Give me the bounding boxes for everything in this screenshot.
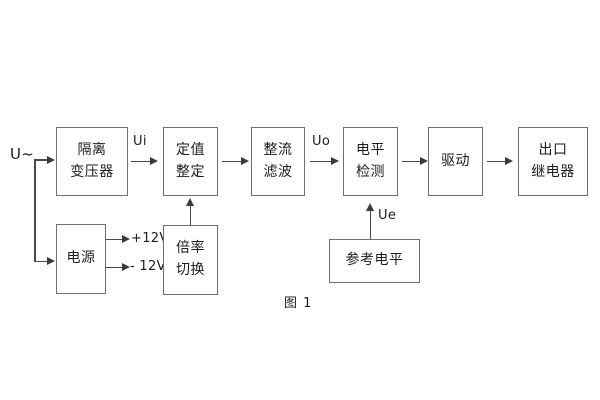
rail-plus-12v bbox=[106, 238, 123, 240]
label-ue: Ue bbox=[378, 208, 397, 223]
arrow-uo-icon bbox=[331, 157, 339, 165]
rail-multiplier-to-setting bbox=[189, 205, 191, 225]
rail-reference-to-level bbox=[369, 210, 371, 239]
block-output-relay: 出口 继电器 bbox=[518, 127, 588, 196]
block-power-supply-line-1: 电源 bbox=[66, 250, 96, 267]
block-output-relay-line-1: 出口 bbox=[538, 141, 568, 158]
block-level-detection-line-2: 检测 bbox=[356, 163, 385, 180]
rail-level-to-drive bbox=[402, 160, 421, 162]
block-isolation-transformer-line-2: 变压器 bbox=[70, 163, 114, 180]
rail-ui bbox=[131, 160, 151, 162]
arrow-setting-to-rectify-icon bbox=[241, 157, 249, 165]
label-minus-12v: - 12V bbox=[130, 259, 166, 274]
arrow-plus-12v-icon bbox=[122, 235, 130, 243]
label-uo: Uo bbox=[312, 134, 331, 149]
block-multiplier-switch-line-1: 倍率 bbox=[176, 240, 205, 257]
figure-caption: 图 1 bbox=[284, 296, 313, 311]
arrow-level-to-drive-icon bbox=[420, 157, 428, 165]
block-multiplier-switch-line-2: 切换 bbox=[176, 262, 205, 278]
block-power-supply: 电源 bbox=[56, 224, 106, 294]
block-level-detection-line-1: 电平 bbox=[356, 141, 385, 158]
block-rectify-filter-line-1: 整流 bbox=[263, 141, 293, 158]
arrow-to-isolation-transformer-icon bbox=[47, 155, 55, 164]
arrow-drive-to-relay-icon bbox=[505, 157, 513, 165]
block-multiplier-switch: 倍率 切换 bbox=[163, 225, 218, 295]
block-level-detection: 电平 检测 bbox=[343, 127, 398, 196]
block-reference-level: 参考电平 bbox=[329, 239, 420, 283]
block-isolation-transformer: 隔离 变压器 bbox=[56, 127, 128, 196]
input-rail-vertical bbox=[34, 159, 36, 262]
block-setting-value-line-1: 定值 bbox=[176, 141, 205, 158]
rail-setting-to-rectify bbox=[222, 160, 242, 162]
input-rail-bottom-stub bbox=[34, 260, 48, 262]
block-isolation-transformer-line-1: 隔离 bbox=[77, 141, 107, 158]
arrow-minus-12v-icon bbox=[122, 263, 130, 271]
rail-minus-12v bbox=[106, 266, 123, 268]
label-plus-12v: +12V bbox=[131, 231, 169, 246]
block-rectify-filter-line-2: 滤波 bbox=[263, 163, 293, 180]
input-rail-top-stub bbox=[34, 159, 48, 161]
block-drive-line-1: 驱动 bbox=[441, 152, 470, 169]
label-ui: Ui bbox=[133, 134, 147, 149]
rail-drive-to-relay bbox=[487, 160, 506, 162]
arrow-multiplier-to-setting-icon bbox=[186, 198, 194, 206]
rail-uo bbox=[310, 160, 332, 162]
block-setting-value: 定值 整定 bbox=[163, 127, 218, 196]
arrow-reference-to-level-icon bbox=[366, 203, 374, 211]
arrow-to-power-supply-icon bbox=[47, 257, 55, 265]
arrow-ui-icon bbox=[150, 157, 158, 165]
block-setting-value-line-2: 整定 bbox=[176, 163, 205, 180]
input-voltage-label: U~ bbox=[10, 145, 35, 163]
block-reference-level-line-1: 参考电平 bbox=[345, 252, 404, 269]
block-rectify-filter: 整流 滤波 bbox=[251, 127, 305, 196]
block-output-relay-line-2: 继电器 bbox=[531, 163, 575, 180]
block-drive: 驱动 bbox=[428, 127, 483, 196]
